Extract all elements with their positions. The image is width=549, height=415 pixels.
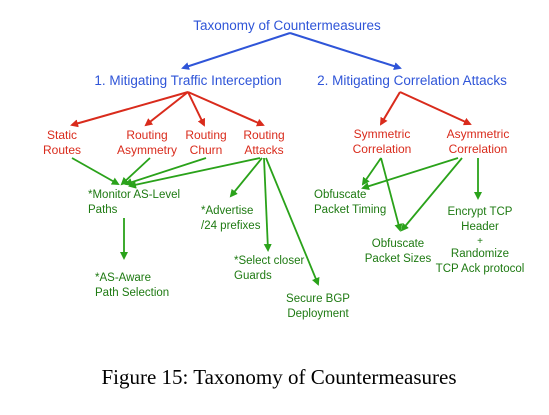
node-routing-attacks-line-1: Routing bbox=[243, 128, 284, 142]
node-root-label: Taxonomy of Countermeasures bbox=[193, 18, 381, 33]
node-randomize-line-2: TCP Ack protocol bbox=[436, 263, 525, 275]
edge-symmetric-to-obfuscate-timing bbox=[361, 157, 382, 186]
node-plus-sign: + bbox=[477, 236, 483, 247]
edge-root-to-branch-2 bbox=[289, 32, 402, 70]
edge-routing-attacks-to-select-guards bbox=[263, 157, 272, 252]
node-obfuscate-timing-line-2: Packet Timing bbox=[314, 204, 386, 216]
node-symmetric-correlation-line-1: Symmetric bbox=[354, 127, 411, 141]
edges-level-2 bbox=[70, 91, 472, 128]
edge-routing-attacks-to-monitor bbox=[128, 157, 261, 189]
node-asymmetric-correlation-line-1: Asymmetric bbox=[447, 127, 510, 141]
node-asymmetric-correlation: Asymmetric Correlation bbox=[447, 127, 510, 156]
edge-branch-1-to-routing-attacks bbox=[187, 91, 265, 127]
node-select-closer-guards: *Select closer Guards bbox=[234, 255, 304, 282]
node-symmetric-correlation: Symmetric Correlation bbox=[353, 127, 412, 156]
node-advertise-24-prefixes: *Advertise /24 prefixes bbox=[201, 205, 261, 232]
edge-symmetric-to-obfuscate-sizes bbox=[380, 157, 403, 232]
node-branch-2-label: 2. Mitigating Correlation Attacks bbox=[317, 73, 507, 88]
edge-branch-2-to-symmetric-correlation bbox=[379, 91, 401, 126]
node-routing-churn: Routing Churn bbox=[185, 128, 226, 157]
node-routing-asymmetry: Routing Asymmetry bbox=[117, 128, 177, 157]
node-advertise-line-1: *Advertise bbox=[201, 205, 253, 217]
node-as-aware-path-selection: *AS-Aware Path Selection bbox=[95, 272, 169, 299]
node-symmetric-correlation-line-2: Correlation bbox=[353, 142, 412, 156]
edge-root-to-branch-1 bbox=[181, 32, 291, 70]
node-randomize-line-1: Randomize bbox=[451, 248, 509, 260]
node-routing-attacks-line-2: Attacks bbox=[244, 143, 283, 157]
node-static-routes-line-1: Static bbox=[47, 128, 77, 142]
node-encrypt-tcp-line-1: Encrypt TCP bbox=[448, 206, 513, 218]
node-mitigating-traffic-interception: 1. Mitigating Traffic Interception bbox=[94, 73, 281, 88]
edge-routing-attacks-to-advertise bbox=[229, 157, 263, 198]
node-encrypt-tcp-line-2: Header bbox=[461, 221, 499, 233]
edge-routing-attacks-to-secure-bgp bbox=[265, 157, 320, 286]
node-routing-attacks: Routing Attacks bbox=[243, 128, 284, 157]
edge-branch-1-to-static-routes bbox=[70, 91, 189, 128]
edge-static-routes-to-monitor bbox=[71, 157, 120, 185]
node-secure-bgp-line-1: Secure BGP bbox=[286, 293, 350, 305]
edge-branch-1-to-routing-asymmetry bbox=[144, 91, 189, 127]
node-static-routes: Static Routes bbox=[43, 128, 81, 157]
edge-asymmetric-to-obfuscate-sizes bbox=[400, 157, 463, 232]
node-routing-asymmetry-line-1: Routing bbox=[126, 128, 167, 142]
node-root: Taxonomy of Countermeasures bbox=[193, 18, 381, 33]
node-mitigating-correlation-attacks: 2. Mitigating Correlation Attacks bbox=[317, 73, 507, 88]
node-routing-churn-line-2: Churn bbox=[190, 143, 223, 157]
node-obfuscate-timing-line-1: Obfuscate bbox=[314, 189, 366, 201]
node-secure-bgp-line-2: Deployment bbox=[287, 308, 349, 320]
edges-level-3 bbox=[71, 157, 482, 286]
node-routing-asymmetry-line-2: Asymmetry bbox=[117, 143, 177, 157]
node-obfuscate-sizes-line-2: Packet Sizes bbox=[365, 253, 432, 265]
edge-branch-1-to-routing-churn bbox=[187, 91, 205, 127]
edge-branch-2-to-asymmetric-correlation bbox=[399, 91, 472, 126]
node-obfuscate-sizes-line-1: Obfuscate bbox=[372, 238, 424, 250]
node-select-guards-line-1: *Select closer bbox=[234, 255, 304, 267]
edges-level-1 bbox=[181, 32, 402, 70]
figure-caption: Figure 15: Taxonomy of Countermeasures bbox=[101, 365, 456, 389]
node-static-routes-line-2: Routes bbox=[43, 143, 81, 157]
node-encrypt-tcp-randomize-ack: Encrypt TCP Header + Randomize TCP Ack p… bbox=[436, 206, 525, 275]
node-routing-churn-line-1: Routing bbox=[185, 128, 226, 142]
node-secure-bgp-deployment: Secure BGP Deployment bbox=[286, 293, 350, 320]
node-monitor-line-2: Paths bbox=[88, 204, 118, 216]
node-as-aware-line-2: Path Selection bbox=[95, 287, 169, 299]
node-branch-1-label: 1. Mitigating Traffic Interception bbox=[94, 73, 281, 88]
node-monitor-line-1: *Monitor AS-Level bbox=[88, 189, 180, 201]
node-obfuscate-packet-sizes: Obfuscate Packet Sizes bbox=[365, 238, 432, 265]
edge-routing-churn-to-monitor bbox=[124, 157, 207, 186]
edge-asymmetric-to-obfuscate-timing bbox=[361, 157, 459, 191]
node-asymmetric-correlation-line-2: Correlation bbox=[449, 142, 508, 156]
node-select-guards-line-2: Guards bbox=[234, 270, 272, 282]
node-obfuscate-packet-timing: Obfuscate Packet Timing bbox=[314, 189, 386, 216]
node-as-aware-line-1: *AS-Aware bbox=[95, 272, 151, 284]
node-advertise-line-2: /24 prefixes bbox=[201, 220, 261, 232]
node-monitor-as-level-paths: *Monitor AS-Level Paths bbox=[88, 189, 180, 216]
